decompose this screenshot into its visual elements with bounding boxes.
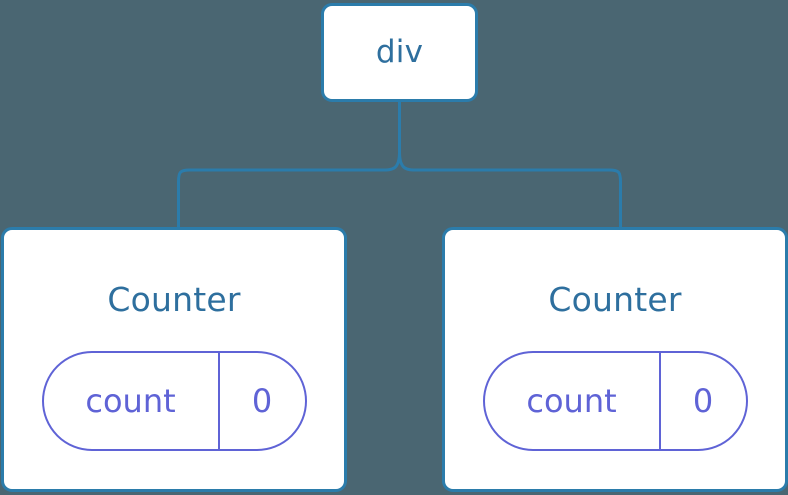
node-counter-left[interactable]: Counter count 0 xyxy=(1,227,347,492)
connector-branch-left xyxy=(177,151,401,229)
state-pill-left[interactable]: count 0 xyxy=(41,351,307,451)
node-counter-right-title: Counter xyxy=(548,280,682,319)
state-value-left: 0 xyxy=(251,382,273,420)
connector-branch-right xyxy=(398,151,622,229)
node-div[interactable]: div xyxy=(321,3,478,102)
state-key-right: count xyxy=(485,353,661,449)
node-counter-left-title: Counter xyxy=(107,280,241,319)
state-key-left: count xyxy=(44,353,220,449)
state-value-right: 0 xyxy=(692,382,714,420)
state-pill-right[interactable]: count 0 xyxy=(482,351,748,451)
node-counter-right[interactable]: Counter count 0 xyxy=(442,227,788,492)
node-div-label: div xyxy=(375,34,424,70)
